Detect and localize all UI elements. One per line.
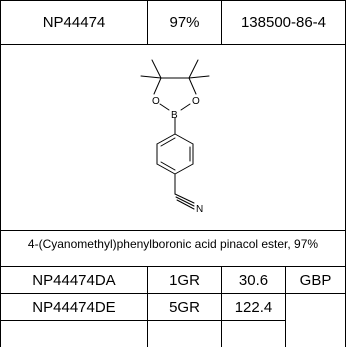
currency-cell: GBP: [299, 271, 332, 289]
row2-divider: [0, 320, 286, 321]
price-cell: [222, 321, 285, 347]
sku-cell: NP44474DA: [32, 271, 116, 289]
catalog-number: NP44474: [42, 14, 106, 31]
row1-divider: [0, 293, 346, 294]
size-cell: [148, 321, 221, 347]
size-cell: 5GR: [169, 298, 200, 316]
sku-cell: NP44474DE: [32, 298, 116, 316]
currency-cell: [286, 321, 345, 347]
purity: 97%: [169, 14, 200, 31]
header-col-divider-2: [221, 0, 222, 44]
header-divider: [0, 44, 346, 45]
price-col-divider-2: [221, 266, 222, 347]
atom-n: N: [196, 204, 203, 215]
product-name: 4-(Cyanomethyl)phenylboronic acid pinaco…: [27, 237, 319, 251]
size-cell: 1GR: [169, 271, 200, 289]
sku-cell: [1, 321, 147, 347]
border-top: [0, 0, 346, 1]
structure-divider: [0, 230, 346, 231]
price-cell: 30.6: [238, 271, 269, 289]
name-divider: [0, 266, 346, 267]
atom-o-right: O: [192, 96, 200, 107]
price-col-divider-1: [147, 266, 148, 347]
border-left: [0, 0, 1, 347]
price-col-divider-3: [285, 266, 286, 347]
atom-o-left: O: [152, 96, 160, 107]
chemical-structure: O B O N: [140, 59, 210, 215]
cas-number: 138500-86-4: [240, 14, 327, 31]
atom-b: B: [171, 110, 178, 121]
header-col-divider-1: [147, 0, 148, 44]
currency-cell: [286, 294, 345, 320]
price-cell: 122.4: [234, 298, 273, 316]
